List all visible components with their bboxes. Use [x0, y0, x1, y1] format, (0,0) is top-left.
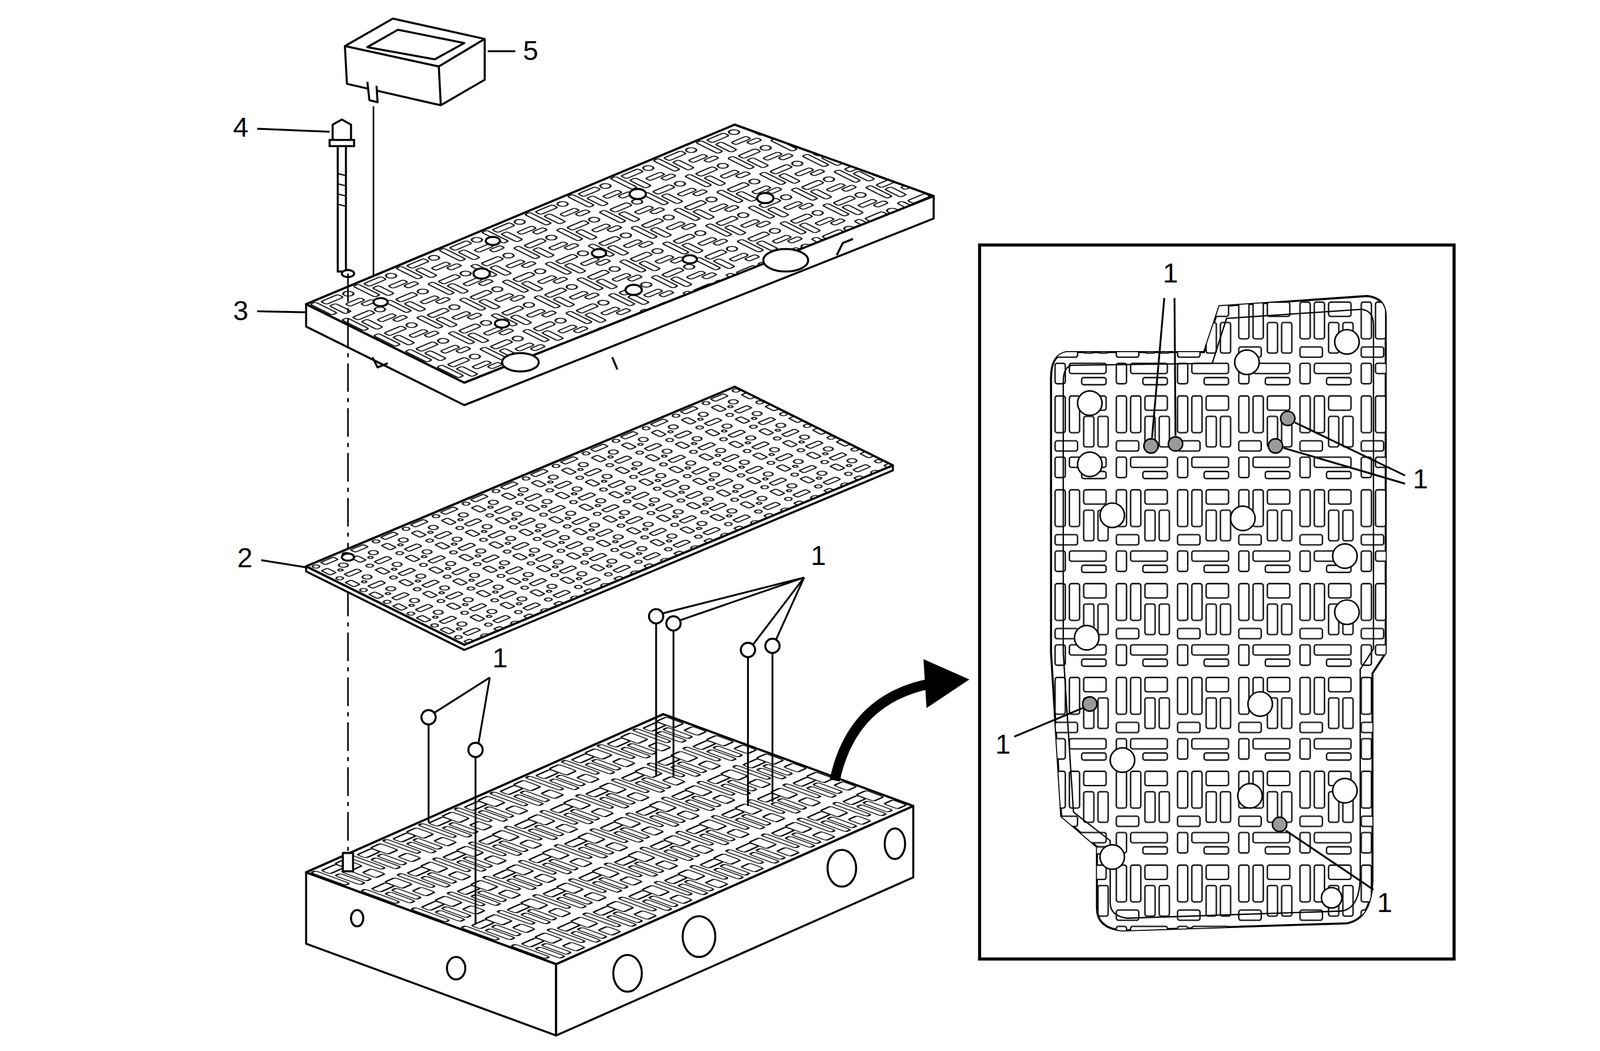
upper-valve-body-plate [306, 124, 934, 406]
callout-number: 1 [1162, 259, 1179, 288]
callout-number: 5 [522, 37, 539, 65]
spacer-plate [306, 386, 893, 650]
alignment-line [372, 106, 375, 279]
callout-number: 1 [1376, 889, 1393, 917]
callout-number: 1 [995, 731, 1011, 759]
check-ball [1082, 411, 1296, 832]
callout-number: 4 [233, 113, 249, 142]
callout-point [421, 609, 780, 758]
bolt-part [329, 119, 355, 272]
clip-part [344, 18, 485, 106]
leader-lines [257, 51, 805, 924]
leader-lines [1014, 298, 1405, 891]
lower-valve-body [306, 714, 913, 1036]
callout-number: 2 [237, 544, 253, 573]
callout-number: 1 [1412, 465, 1429, 494]
callout-number: 1 [492, 644, 508, 673]
callout-number: 3 [233, 297, 249, 325]
inset-view [979, 244, 1454, 960]
view-arrow [834, 659, 970, 781]
callout-number: 1 [810, 542, 827, 570]
